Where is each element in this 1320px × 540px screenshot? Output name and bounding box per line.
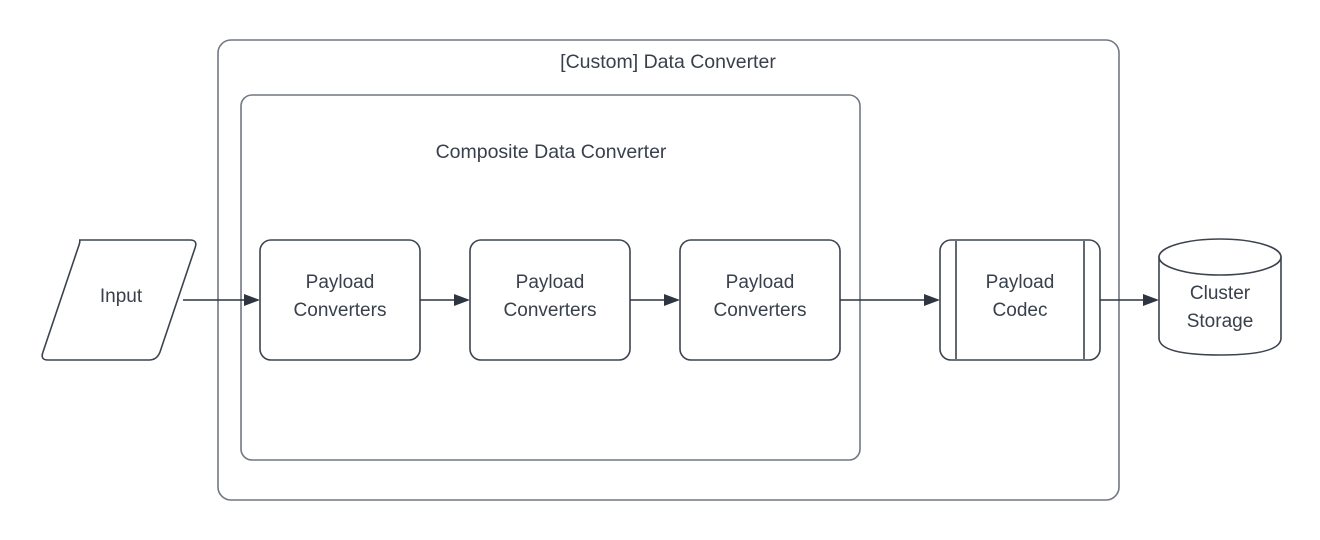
payload-codec-label-line2: Codec	[993, 300, 1048, 321]
custom-data-converter-box[interactable]	[217, 39, 1120, 501]
cluster-storage-label-line2: Storage	[1187, 311, 1254, 332]
container-custom-data-converter[interactable]: [Custom] Data Converter	[217, 39, 1120, 501]
input-label: Input	[100, 286, 143, 307]
node-payload-converters-3[interactable]: Payload Converters	[679, 239, 841, 361]
payload-converters-2-label-line2: Converters	[504, 300, 597, 321]
custom-data-converter-title: [Custom] Data Converter	[560, 51, 776, 73]
composite-data-converter-title: Composite Data Converter	[436, 141, 667, 163]
arrow-head-icon	[454, 294, 470, 306]
payload-converters-1-label-line1: Payload	[306, 272, 375, 293]
input-parallelogram[interactable]	[41, 239, 197, 361]
edge-input-to-payload-converters-1	[183, 294, 260, 306]
node-input[interactable]: Input	[41, 239, 197, 361]
edge-payload-converters-2-to-3	[630, 294, 680, 306]
cluster-storage-label-line1: Cluster	[1190, 283, 1251, 304]
arrow-head-icon	[244, 294, 260, 306]
node-payload-converters-1[interactable]: Payload Converters	[259, 239, 421, 361]
payload-converters-3-label-line1: Payload	[726, 272, 795, 293]
arrow-head-icon	[924, 294, 940, 306]
cluster-storage-top	[1158, 238, 1282, 276]
payload-converters-3-label-line2: Converters	[714, 300, 807, 321]
container-composite-data-converter[interactable]: Composite Data Converter	[240, 94, 861, 461]
composite-data-converter-box[interactable]	[240, 94, 861, 461]
cluster-storage-body[interactable]	[1158, 256, 1282, 356]
arrow-head-icon	[1143, 294, 1159, 306]
payload-converters-2-label-line1: Payload	[516, 272, 585, 293]
edge-payload-converters-1-to-2	[420, 294, 470, 306]
payload-converters-1-label-line2: Converters	[294, 300, 387, 321]
node-cluster-storage[interactable]: Cluster Storage	[1158, 238, 1282, 356]
node-payload-converters-2[interactable]: Payload Converters	[469, 239, 631, 361]
edge-payload-codec-to-cluster-storage	[1100, 294, 1159, 306]
arrow-head-icon	[664, 294, 680, 306]
edge-payload-converters-3-to-codec	[840, 294, 940, 306]
node-payload-codec[interactable]: Payload Codec	[939, 239, 1101, 361]
payload-codec-label-line1: Payload	[986, 272, 1055, 293]
